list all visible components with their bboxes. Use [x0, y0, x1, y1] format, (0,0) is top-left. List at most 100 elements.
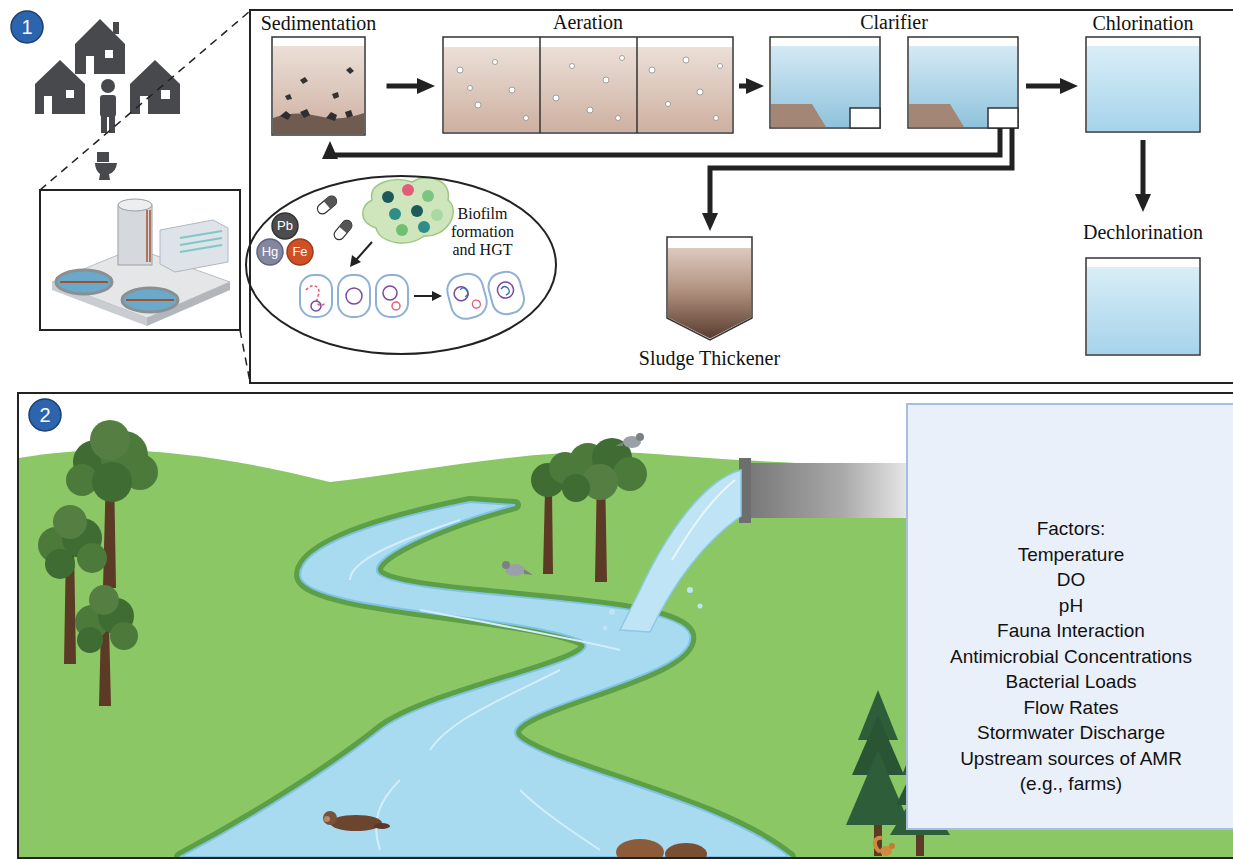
tree	[90, 420, 130, 460]
chlorination-tank	[1086, 37, 1200, 132]
aeration-tank	[714, 116, 719, 121]
factor-text: pH	[940, 593, 1202, 619]
callout-number: 1	[10, 10, 44, 44]
pigeon	[524, 569, 533, 575]
landscape	[520, 790, 600, 850]
houses	[105, 50, 113, 58]
metal-circle	[272, 213, 298, 239]
factor-text: Temperature	[940, 542, 1202, 568]
tree	[45, 549, 75, 579]
flow-arrow	[387, 84, 426, 89]
person	[101, 79, 115, 93]
clarifier-tank	[850, 108, 880, 128]
metal-label: Pb	[271, 212, 299, 240]
biofilm-illustration	[496, 280, 516, 300]
biofilm-illustration	[444, 270, 490, 322]
landscape	[420, 610, 620, 650]
sludge-thickener-tank	[667, 237, 752, 340]
sedimentation-tank	[326, 112, 337, 121]
biofilm-illustration	[300, 178, 527, 322]
tank-label: Aeration	[443, 10, 733, 34]
metal-circle	[257, 239, 283, 265]
pigeon	[502, 433, 644, 576]
biofilm-illustration	[432, 291, 442, 301]
tree	[613, 457, 647, 491]
biofilm-illustration	[350, 255, 361, 267]
biofilm-illustration	[306, 286, 326, 306]
sedimentation-tank	[300, 109, 310, 118]
landscape	[376, 780, 400, 850]
clarifier-tank	[771, 46, 879, 127]
chlorination-tank	[1087, 46, 1199, 131]
biofilm-illustration	[501, 286, 511, 296]
sedimentation-tank: Sedimentation	[259, 11, 379, 135]
toilet	[95, 163, 117, 180]
aeration-tank	[636, 37, 638, 133]
metal-circle: Hg	[256, 238, 284, 266]
factor-text: Flow Rates	[940, 695, 1202, 721]
tank-label: Sludge Thickener	[637, 346, 783, 370]
factor-text: Upstream sources of AMR (e.g., farms)	[940, 746, 1202, 797]
toilet	[97, 152, 109, 162]
sedimentation-tank	[273, 46, 364, 134]
factors-box: Factors:TemperatureDOpHFauna Interaction…	[906, 403, 1233, 830]
houses	[35, 60, 85, 114]
squirrel	[889, 843, 895, 849]
flow-arrow	[710, 128, 1012, 221]
biofilm-ellipse-outline	[245, 175, 557, 355]
tank-label: Clarifier	[770, 10, 1018, 34]
biofilm-illustration	[418, 221, 430, 233]
aeration-tank	[443, 37, 733, 133]
squirrel	[875, 838, 882, 852]
chlorination-tank: Chlorination	[1086, 11, 1200, 132]
outfall-pipe	[603, 458, 908, 632]
treatment-plant-icon	[180, 231, 222, 238]
biofilm-illustration	[315, 194, 338, 216]
sedimentation-tank	[300, 77, 308, 84]
metal-label: Fe	[286, 238, 314, 266]
aeration-tank	[509, 87, 515, 93]
biofilm-illustration	[339, 218, 354, 233]
treatment-plant-icon	[126, 299, 174, 301]
factor-text: Fauna Interaction	[940, 618, 1202, 644]
flow-arrow	[1026, 84, 1068, 89]
callout-number: 2	[28, 398, 62, 432]
biofilm-illustration	[363, 178, 454, 243]
tree	[92, 462, 132, 502]
otter	[323, 811, 390, 831]
dechlorination-tank	[1086, 258, 1200, 355]
zoom-leader-line	[40, 11, 250, 382]
dechlorination-tank	[1087, 267, 1199, 354]
outfall-pipe	[745, 463, 907, 518]
pigeon	[502, 561, 510, 569]
houses	[66, 90, 74, 98]
biofilm-illustration	[444, 270, 490, 322]
rocks	[616, 839, 664, 857]
factor-text: Antimicrobial Concentrations	[940, 644, 1202, 670]
factor-text: Stormwater Discharge	[940, 720, 1202, 746]
aeration-tank	[587, 107, 593, 113]
treatment-plant-icon	[56, 270, 112, 294]
aeration-tank	[620, 56, 625, 61]
houses	[113, 22, 119, 34]
outfall-pipe	[672, 480, 735, 560]
tree	[77, 627, 103, 653]
rocks	[616, 839, 707, 857]
treatment-plant-icon	[180, 245, 222, 252]
biofilm-illustration	[338, 275, 370, 317]
aeration-tank	[697, 89, 703, 95]
tank-label: Sedimentation	[259, 11, 379, 35]
pine-tree	[846, 750, 910, 825]
biofilm-illustration	[411, 205, 423, 217]
aeration-tank	[457, 56, 723, 121]
panel-frame	[250, 10, 1233, 383]
squirrel	[875, 838, 895, 856]
houses	[75, 19, 125, 74]
factor-text: Bacterial Loads	[940, 669, 1202, 695]
biofilm-illustration	[376, 275, 408, 317]
tree	[110, 622, 138, 650]
pine-tree	[874, 820, 882, 856]
biofilm-illustration	[300, 275, 332, 317]
biofilm-illustration	[389, 208, 401, 220]
